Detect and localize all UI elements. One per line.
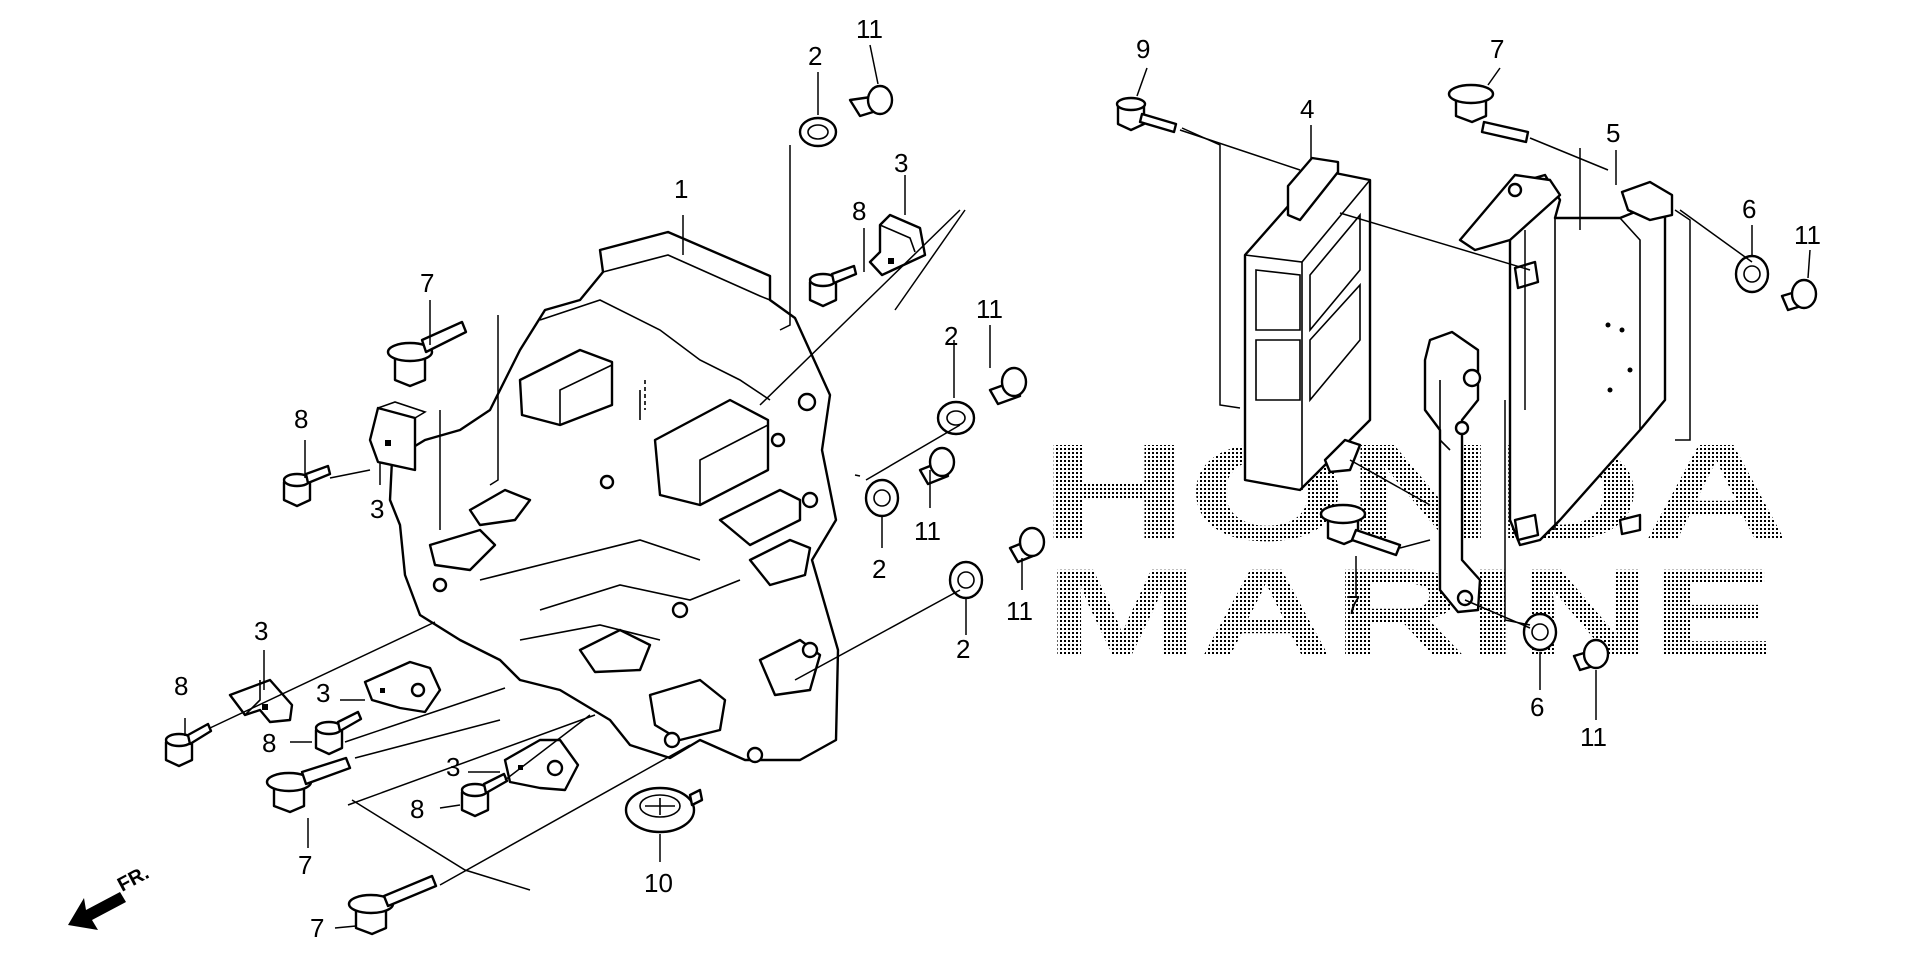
callout-2: 2 (872, 554, 886, 584)
callout-labels: 1 2 2 2 2 3 3 3 3 3 4 5 6 6 7 7 7 7 7 8 … (174, 14, 1821, 943)
bolt-7a (386, 320, 468, 388)
callout-7: 7 (298, 850, 312, 880)
callout-7: 7 (1490, 34, 1504, 64)
callout-8: 8 (410, 794, 424, 824)
bolt-8b (808, 264, 858, 308)
control-module (1243, 156, 1372, 492)
bolt-8a (282, 464, 332, 508)
bolt-7e (1319, 503, 1402, 557)
watermark: HONDA MARINE (1040, 416, 1790, 682)
front-direction-indicator: FR. (68, 862, 153, 930)
callout-6: 6 (1742, 194, 1756, 224)
callout-5: 5 (1606, 118, 1620, 148)
grommet (624, 786, 704, 834)
callout-3: 3 (894, 148, 908, 178)
callout-8: 8 (852, 196, 866, 226)
bolt-8e (460, 772, 509, 818)
callout-11: 11 (914, 516, 941, 546)
front-label: FR. (114, 862, 153, 897)
bolt-8c (164, 722, 213, 768)
bolt-8d (314, 710, 363, 756)
bolt-7c (347, 874, 438, 936)
callout-10: 10 (644, 868, 673, 898)
callout-2: 2 (944, 321, 958, 351)
grommet-2b (936, 400, 976, 436)
module-bracket (1423, 173, 1674, 614)
callout-3: 3 (370, 494, 384, 524)
callout-11: 11 (1580, 722, 1607, 752)
callout-7: 7 (420, 268, 434, 298)
front-arrow-icon (68, 892, 126, 930)
callout-6: 6 (1530, 692, 1544, 722)
watermark-marine: MARINE (1045, 544, 1775, 682)
clip-3e (503, 738, 580, 792)
grommet-6b (1522, 612, 1558, 652)
callout-7: 7 (1346, 590, 1360, 620)
leader-lines (184, 44, 1811, 929)
callout-2: 2 (956, 634, 970, 664)
clip-3b (368, 401, 427, 472)
callout-9: 9 (1136, 34, 1150, 64)
grommet-2a (798, 116, 838, 148)
callout-2: 2 (808, 41, 822, 71)
callout-3: 3 (254, 616, 268, 646)
collar-11f (1572, 638, 1610, 672)
callout-1: 1 (674, 174, 688, 204)
callout-11: 11 (976, 294, 1003, 324)
bolt-9 (1115, 96, 1178, 134)
callout-8: 8 (174, 671, 188, 701)
collar-11d (1008, 526, 1046, 564)
callout-4: 4 (1300, 94, 1314, 124)
callout-7: 7 (310, 913, 324, 943)
bolt-7b (265, 756, 352, 814)
callout-8: 8 (294, 404, 308, 434)
callout-11: 11 (1794, 220, 1821, 250)
callout-8: 8 (262, 728, 276, 758)
callout-11: 11 (856, 14, 883, 44)
callout-11: 11 (1006, 596, 1033, 626)
clip-3d (363, 660, 442, 714)
collar-11e (1780, 278, 1818, 312)
collar-11c (918, 446, 956, 486)
main-bracket (388, 230, 840, 764)
clip-3c (228, 678, 294, 724)
grommet-2c (864, 478, 900, 518)
clip-3a (868, 213, 927, 277)
collar-11b (988, 366, 1028, 406)
grommet-6a (1734, 254, 1770, 294)
bolt-7d (1447, 83, 1530, 144)
callout-3: 3 (446, 752, 460, 782)
collar-11a (848, 84, 894, 118)
callout-3: 3 (316, 678, 330, 708)
